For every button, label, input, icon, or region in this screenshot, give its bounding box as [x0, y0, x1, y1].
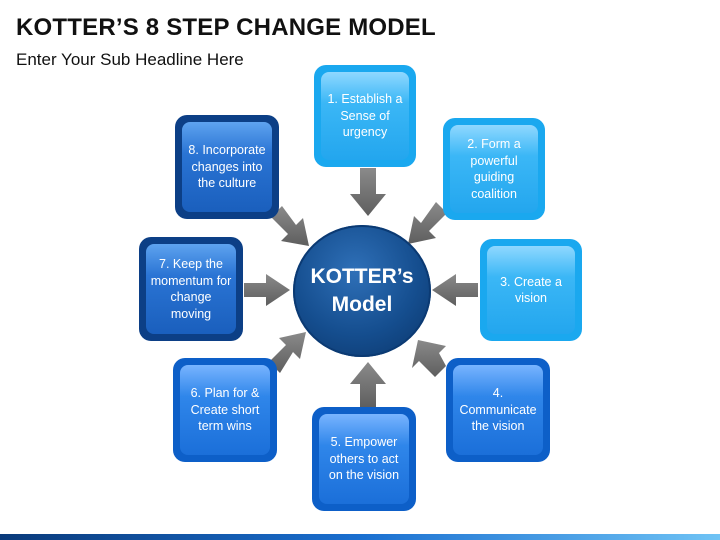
arrow-step-6: [269, 332, 306, 373]
step-4-box: 4. Communicate the vision: [446, 358, 550, 462]
arrow-step-1: [350, 168, 386, 216]
step-7-box: 7. Keep the momentum for change moving: [139, 237, 243, 341]
step-1-box: 1. Establish a Sense of urgency: [314, 65, 416, 167]
arrow-step-3: [432, 274, 478, 306]
step-5-box: 5. Empower others to act on the vision: [312, 407, 416, 511]
hub-line-2: Model: [331, 293, 393, 316]
slide-subtitle: Enter Your Sub Headline Here: [16, 50, 244, 69]
step-3-box: 3. Create a vision: [480, 239, 582, 341]
slide-title: KOTTER’S 8 STEP CHANGE MODEL: [16, 14, 436, 41]
step-2-box: 2. Form a powerful guiding coalition: [443, 118, 545, 220]
arrow-step-7: [244, 274, 290, 306]
arrow-step-8: [271, 206, 309, 246]
arrow-step-4: [412, 340, 446, 377]
step-6-box: 6. Plan for & Create short term wins: [173, 358, 277, 462]
step-2-label: 2. Form a powerful guiding coalition: [450, 125, 538, 213]
bottom-accent-bar: [0, 534, 720, 540]
step-1-label: 1. Establish a Sense of urgency: [321, 72, 409, 160]
hub-line-1: KOTTER’s: [310, 265, 414, 288]
arrow-step-5: [350, 362, 386, 408]
step-8-box: 8. Incorporate changes into the culture: [175, 115, 279, 219]
kotter-model-hub: KOTTER’s Model: [293, 225, 431, 357]
step-3-label: 3. Create a vision: [487, 246, 575, 334]
step-5-label: 5. Empower others to act on the vision: [319, 414, 409, 504]
step-7-label: 7. Keep the momentum for change moving: [146, 244, 236, 334]
step-8-label: 8. Incorporate changes into the culture: [182, 122, 272, 212]
step-6-label: 6. Plan for & Create short term wins: [180, 365, 270, 455]
step-4-label: 4. Communicate the vision: [453, 365, 543, 455]
arrow-step-2: [408, 202, 447, 244]
